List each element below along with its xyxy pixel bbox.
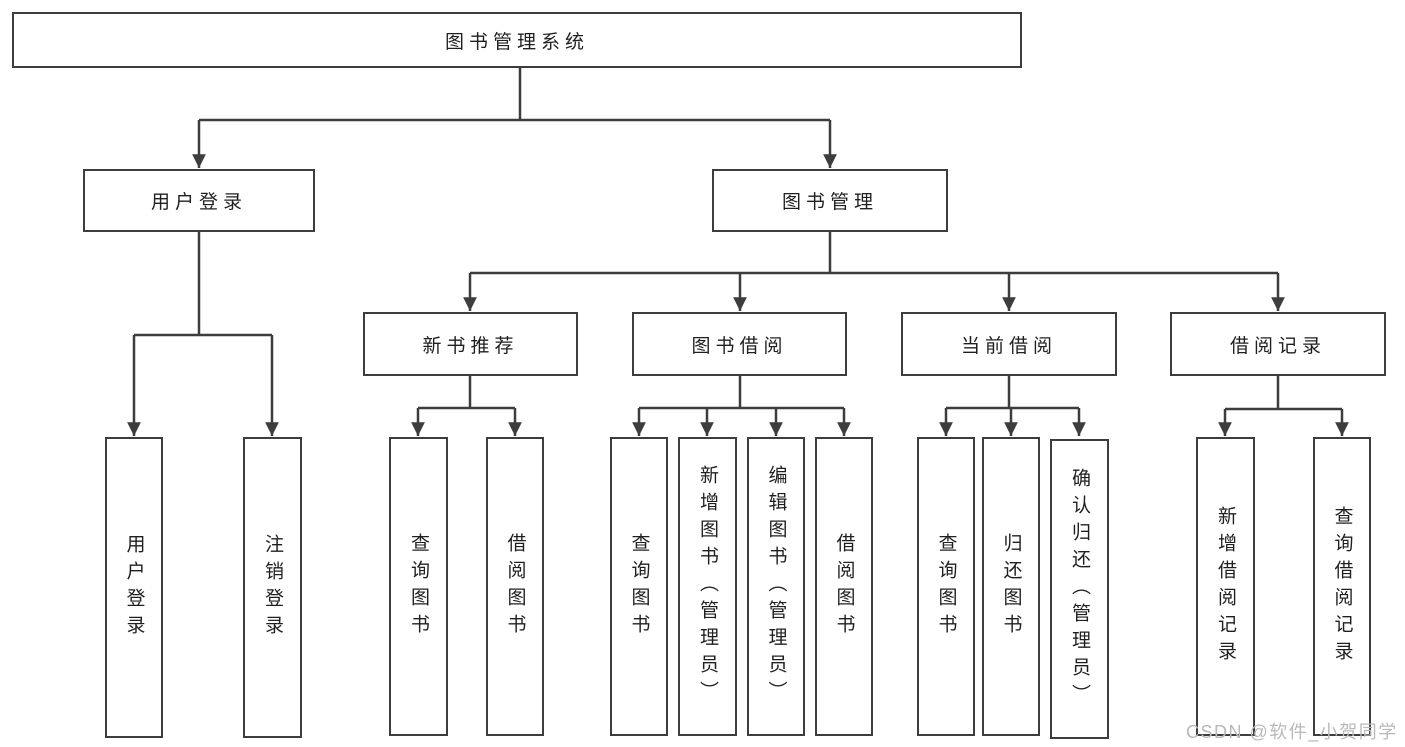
leaf-add-book-admin: 新增图书（管理员）: [678, 437, 737, 736]
leaf-user-login: 用户登录: [105, 437, 163, 738]
leaf-query-books-borrowing: 查询图书: [610, 437, 668, 736]
leaf-borrow-books-recommend: 借阅图书: [486, 437, 544, 736]
leaf-label: 借阅图书: [504, 532, 526, 641]
leaf-add-borrow-record: 新增借阅记录: [1196, 437, 1255, 736]
csdn-watermark: CSDN @软件_小贺同学: [1186, 722, 1398, 742]
leaf-label: 用户登录: [123, 533, 145, 642]
node-library-management-system: 图书管理系统: [12, 12, 1022, 68]
leaf-label: 查询图书: [408, 532, 429, 641]
node-new-book-recommend: 新书推荐: [363, 312, 578, 376]
connector-skeleton: [134, 68, 1342, 411]
leaf-label: 查询借阅记录: [1331, 505, 1353, 668]
leaf-label: 编辑图书（管理员）: [765, 465, 787, 708]
leaf-label: 新增图书（管理员）: [697, 465, 718, 708]
leaf-label: 查询图书: [628, 532, 650, 641]
leaf-logout-login: 注销登录: [243, 437, 302, 738]
node-current-borrowing: 当前借阅: [901, 312, 1117, 376]
leaf-label: 借阅图书: [833, 532, 855, 641]
leaf-label: 新增借阅记录: [1215, 505, 1236, 668]
leaf-label: 查询图书: [935, 532, 957, 641]
leaf-query-borrow-record: 查询借阅记录: [1313, 437, 1371, 736]
leaf-confirm-return-admin: 确认归还（管理员）: [1050, 439, 1109, 739]
leaf-label: 确认归还（管理员）: [1069, 467, 1090, 711]
leaf-edit-book-admin: 编辑图书（管理员）: [747, 437, 805, 736]
leaf-borrow-books-borrowing: 借阅图书: [815, 437, 873, 736]
leaf-query-books-current: 查询图书: [917, 437, 975, 736]
leaf-label: 归还图书: [1000, 532, 1022, 641]
node-user-login-group: 用户登录: [83, 169, 315, 232]
node-book-borrowing: 图书借阅: [632, 312, 847, 376]
node-borrowing-records: 借阅记录: [1170, 312, 1386, 376]
leaf-query-books-recommend: 查询图书: [389, 437, 448, 736]
leaf-label: 注销登录: [262, 533, 283, 642]
node-book-management: 图书管理: [712, 169, 948, 232]
leaf-return-books: 归还图书: [982, 437, 1040, 736]
connector-arrows: [127, 120, 1349, 436]
